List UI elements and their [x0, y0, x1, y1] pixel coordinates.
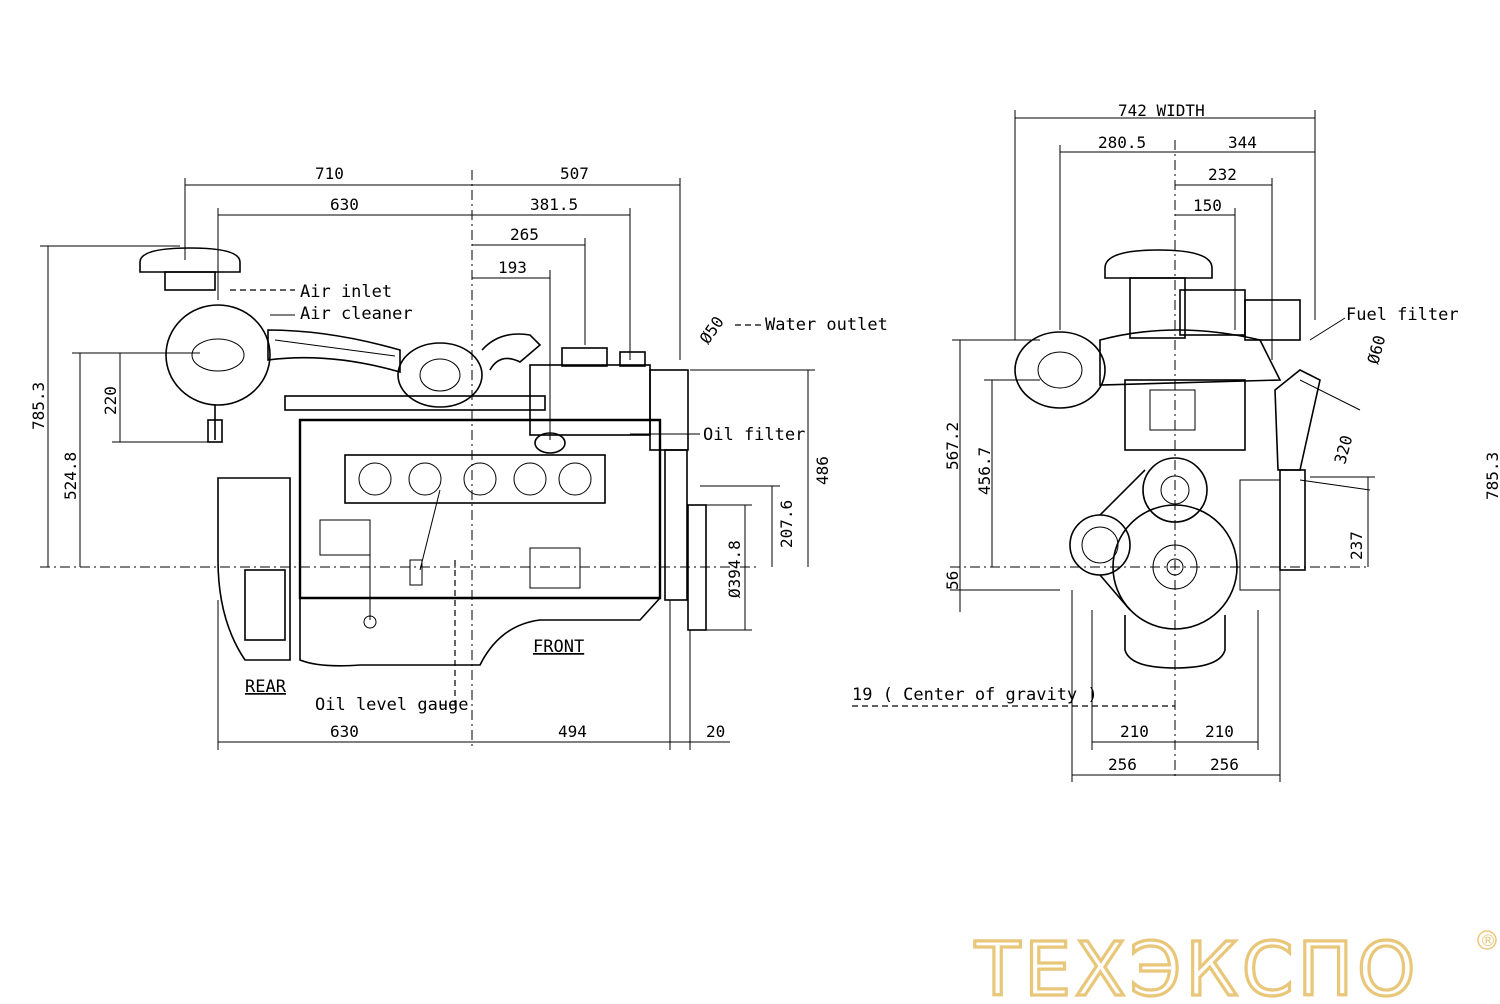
watermark-text: ТЕХЭКСПО	[974, 927, 1419, 1004]
label-oil-filter: Oil filter	[703, 425, 805, 445]
dim-237: 237	[1347, 531, 1366, 560]
dim-56: 56	[943, 571, 962, 590]
side-left-dimensions: 785.3 524.8 220	[29, 245, 760, 568]
dim-210-right: 210	[1205, 722, 1234, 741]
dim-193: 193	[498, 258, 527, 277]
dim-265: 265	[510, 225, 539, 244]
label-front: FRONT	[533, 637, 584, 657]
dim-20: 20	[706, 722, 725, 741]
dim-507: 507	[560, 164, 589, 183]
label-fuel-filter: Fuel filter	[1346, 305, 1459, 325]
side-bottom-dimensions: 630 494 20	[217, 600, 730, 750]
front-labels: Fuel filter 19 ( Center of gravity ) 785…	[852, 305, 1500, 707]
dim-344: 344	[1228, 133, 1257, 152]
front-right-dimensions: 237 320 Ø60	[1299, 333, 1390, 567]
label-water-outlet: Water outlet	[765, 315, 888, 335]
dim-320: 320	[1331, 433, 1357, 466]
dim-742-width: 742 WIDTH	[1118, 101, 1205, 120]
dim-630-bottom: 630	[330, 722, 359, 741]
dim-524-8: 524.8	[61, 452, 80, 500]
label-water-outlet-dia: Ø50	[696, 313, 728, 348]
dim-710: 710	[315, 164, 344, 183]
dim-567-2: 567.2	[943, 422, 962, 470]
dim-207-6: 207.6	[777, 500, 796, 548]
side-labels: Air inlet Air cleaner Ø50 Water outlet O…	[230, 282, 888, 715]
side-right-dimensions: 486 207.6 Ø394.8	[690, 369, 832, 631]
dim-232: 232	[1208, 165, 1237, 184]
dim-256-left: 256	[1108, 755, 1137, 774]
side-top-dimensions: 710 507 630 381.5 265 193	[184, 164, 681, 750]
dim-dia-60: Ø60	[1364, 333, 1390, 366]
dim-256-right: 256	[1210, 755, 1239, 774]
watermark-logo: ТЕХЭКСПО ®	[972, 925, 1497, 1004]
side-view: 710 507 630 381.5 265 193 785.3 524.8 22…	[29, 164, 888, 750]
dim-220: 220	[101, 386, 120, 415]
dim-210-left: 210	[1120, 722, 1149, 741]
front-view: 742 WIDTH 280.5 344 232 150 567.2 456.7 …	[852, 101, 1500, 782]
dim-dia-394-8: Ø394.8	[725, 540, 744, 598]
label-oil-level-gauge: Oil level gauge	[315, 695, 469, 715]
dim-494: 494	[558, 722, 587, 741]
registered-mark: ®	[1480, 931, 1496, 950]
side-engine-body	[139, 247, 707, 667]
label-center-of-gravity: 19 ( Center of gravity )	[852, 685, 1098, 705]
front-top-dimensions: 742 WIDTH 280.5 344 232 150	[1014, 101, 1316, 780]
label-air-inlet: Air inlet	[300, 282, 392, 302]
dim-630-top: 630	[330, 195, 359, 214]
front-engine-body	[1014, 249, 1321, 669]
front-bottom-dimensions: 210 210 256 256	[1071, 590, 1281, 782]
label-air-cleaner: Air cleaner	[300, 304, 413, 324]
label-rear: REAR	[245, 677, 287, 697]
dim-486: 486	[813, 456, 832, 485]
dim-381-5: 381.5	[530, 195, 578, 214]
front-left-dimensions: 567.2 456.7 56	[943, 339, 1370, 612]
dim-785-3: 785.3	[29, 382, 48, 430]
dim-456-7: 456.7	[975, 447, 994, 495]
dim-280-5: 280.5	[1098, 133, 1146, 152]
label-edge-dim: 785.3	[1483, 452, 1500, 500]
dim-150: 150	[1193, 196, 1222, 215]
